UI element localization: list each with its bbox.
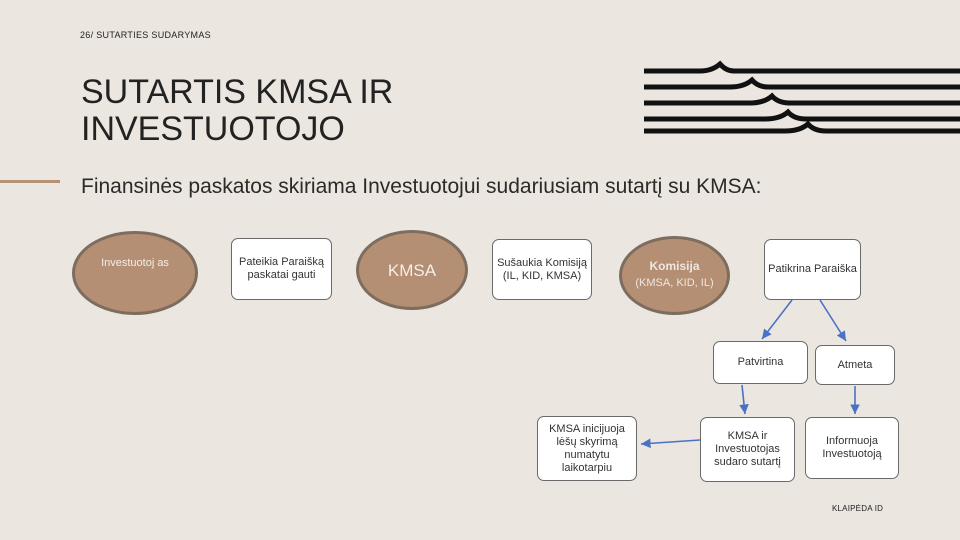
arrow-kmsa-ir-to-inicijuoja [640,438,701,449]
node-atmeta: Atmeta [815,345,895,385]
arrow-patikrina-to-patvirtina [761,299,793,340]
node-komisija-members: (KMSA, KID, IL) [635,277,714,289]
node-pateikia-label: Pateikia Paraišką paskatai gauti [239,256,324,281]
node-kmsa-label: KMSA [387,260,437,280]
footer-brand: KLAIPĖDA ID [832,504,884,513]
arrow-patikrina-to-atmeta [819,299,847,342]
node-susaukia-komisija: Sušaukia Komisiją (IL, KID, KMSA) [492,239,592,300]
node-patvirtina: Patvirtina [713,341,808,384]
node-informuoja-label: Informuoja Investuotoją [822,435,882,460]
node-atmeta-label: Atmeta [837,358,873,371]
wave-lines-decoration [644,60,960,134]
node-patvirtina-label: Patvirtina [737,356,784,368]
node-komisija-title: Komisija [649,259,700,273]
node-susaukia-label: Sušaukia Komisiją (IL, KID, KMSA) [497,256,587,282]
node-kmsa: KMSA [356,230,468,310]
page-title: SUTARTIS KMSA IR INVESTUOTOJO [81,73,394,148]
node-komisija: Komisija (KMSA, KID, IL) [619,236,730,315]
node-kmsa-ir-investuotojas: KMSA ir Investuotojas sudaro sutartį [700,417,795,482]
accent-line [0,180,60,183]
node-informuoja-investuotoja: Informuoja Investuotoją [805,417,899,479]
node-kmsa-ir-label: KMSA ir Investuotojas sudaro sutartį [714,430,781,468]
node-patikrina-label: Patikrina Paraiška [768,263,857,275]
node-investuotojas-label: Investuotoj as [101,256,169,269]
arrow-patvirtina-to-kmsa-ir [739,384,749,415]
slide-number: 26/ SUTARTIES SUDARYMAS [80,30,211,40]
node-kmsa-inicijuoja: KMSA inicijuoja lėšų skyrimą numatytu la… [537,416,637,481]
node-pateikia-paraiska: Pateikia Paraišką paskatai gauti [231,238,332,300]
subtitle: Finansinės paskatos skiriama Investuotoj… [81,175,762,198]
node-patikrina-paraiska: Patikrina Paraiška [764,239,861,300]
node-kmsa-inicijuoja-label: KMSA inicijuoja lėšų skyrimą numatytu la… [549,422,625,474]
node-investuotojas: Investuotoj as [72,231,198,315]
